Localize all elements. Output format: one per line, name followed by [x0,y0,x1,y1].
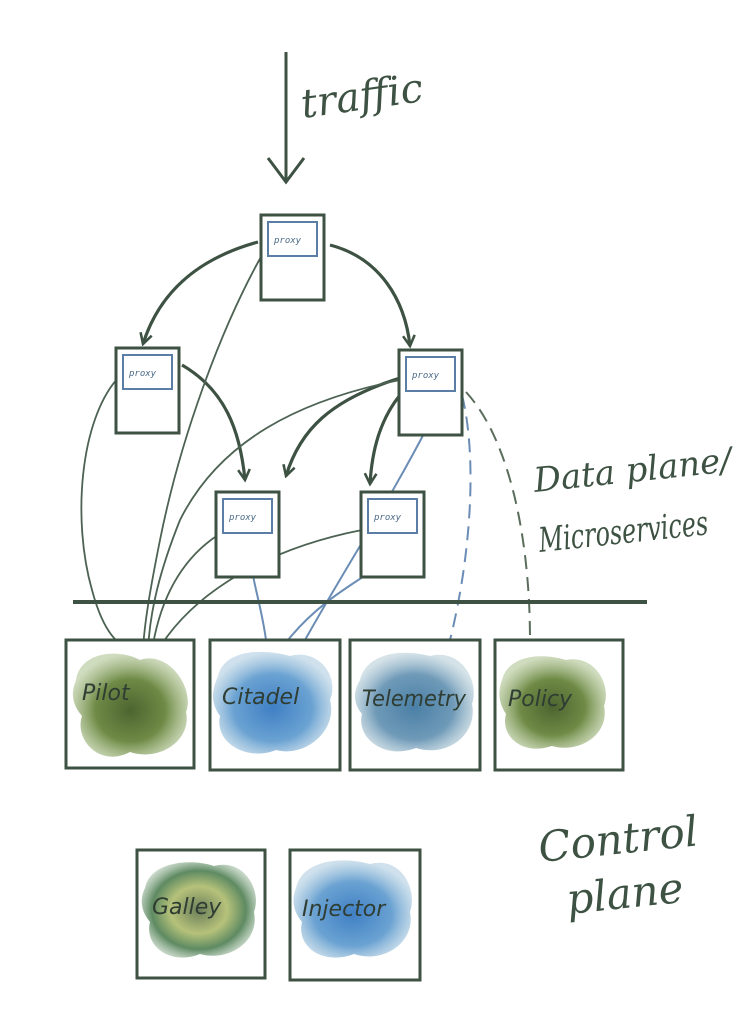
proxy-label: proxy [373,513,402,523]
galley-box: Galley [135,848,267,980]
injector-box: Injector [288,848,422,982]
microservices-label: Microservices [536,503,710,561]
traffic-flow-arrows [143,240,410,484]
proxy-label: proxy [228,513,257,523]
proxy-mid-left: proxy [114,346,181,435]
data-plane-label: Data plane/ [531,440,737,501]
pilot-label: Pilot [82,681,131,706]
proxy-bottom-left: proxy [214,490,281,579]
policy-label: Policy [508,687,573,712]
proxy-top: proxy [259,213,326,302]
proxy-label: proxy [273,236,302,246]
proxy-mid-right: proxy [397,348,464,437]
traffic-label: traffic [298,65,426,128]
citadel-box: Citadel [208,638,342,772]
pilot-box: Pilot [64,638,196,770]
telemetry-label: Telemetry [362,687,467,712]
telemetry-box: Telemetry [348,638,482,772]
proxy-label: proxy [411,371,440,381]
telemetry-dashed-line [449,394,472,641]
traffic-arrow [266,52,306,185]
galley-label: Galley [152,895,222,920]
plane-label: plane [564,863,686,924]
proxy-bottom-right: proxy [359,490,426,579]
proxy-label: proxy [128,369,157,379]
injector-label: Injector [302,897,387,922]
control-label: Control [536,806,700,871]
pilot-config-lines [80,254,401,651]
policy-box: Policy [493,638,625,772]
citadel-label: Citadel [222,685,299,710]
